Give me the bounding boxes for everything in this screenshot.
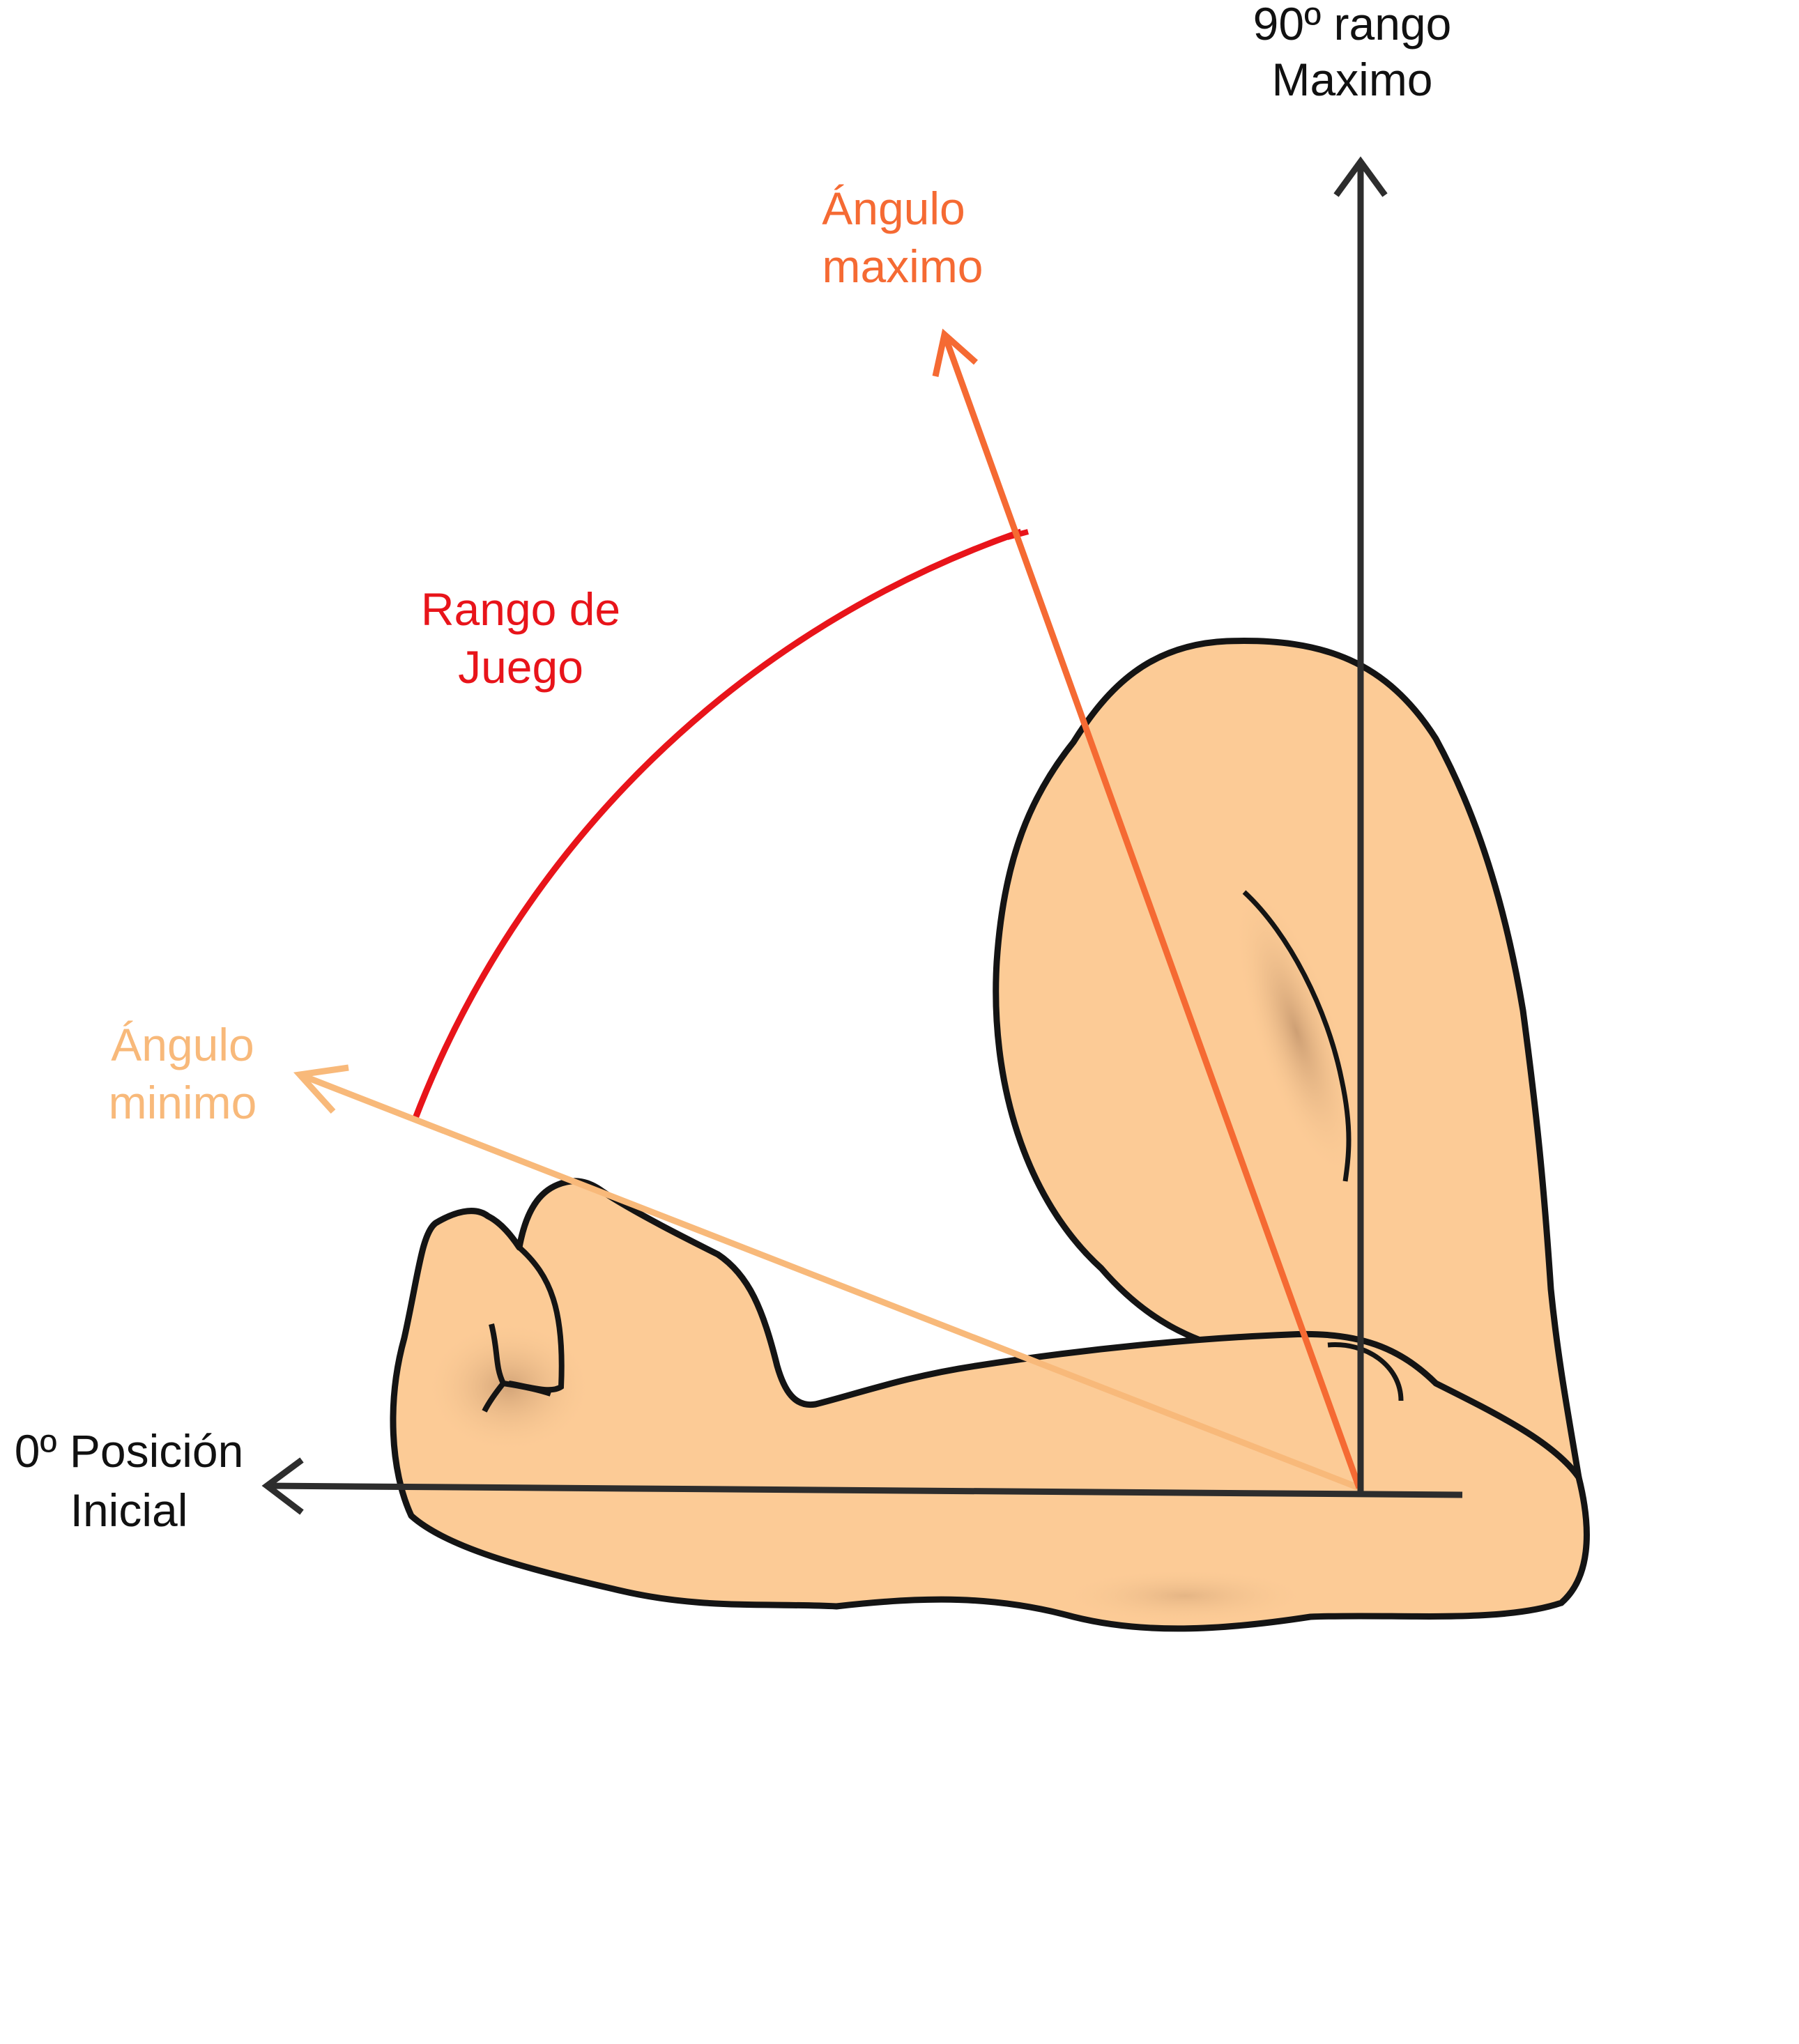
bicep-fold-line	[1242, 890, 1352, 1182]
min-angle-line1: Ángulo	[111, 1019, 254, 1070]
initial-position-axis	[261, 1457, 1463, 1515]
label-play-range: Rango de Juego	[421, 583, 620, 693]
max-range-axis	[1333, 156, 1388, 1495]
max-angle-arrow	[932, 328, 1363, 1489]
label-min-angle: Ángulo minimo	[109, 1019, 257, 1128]
bicep-shade	[1234, 884, 1358, 1178]
arrow-head	[293, 1064, 349, 1114]
initial-line2: Inicial	[70, 1484, 188, 1536]
max-angle-line1: Ángulo	[822, 183, 965, 234]
play-range-line1: Rango de	[421, 583, 620, 635]
arrow-head	[932, 328, 978, 377]
max-range-line1: 90º rango	[1253, 0, 1452, 49]
forearm-and-fist	[390, 1178, 1590, 1632]
max-range-line2: Maximo	[1271, 54, 1432, 105]
label-initial-position: 0º Posición Inicial	[15, 1425, 244, 1536]
elbow-crease	[1327, 1342, 1404, 1401]
play-range-line2: Juego	[458, 641, 583, 693]
forearm-shade	[1059, 1568, 1310, 1624]
thumb-crease	[482, 1323, 552, 1413]
min-angle-arrow	[293, 1064, 1361, 1491]
label-max-angle: Ángulo maximo	[822, 183, 983, 292]
initial-line1: 0º Posición	[15, 1425, 244, 1477]
label-max-range: 90º rango Maximo	[1253, 0, 1452, 105]
min-angle-line2: minimo	[109, 1077, 257, 1128]
arrow-head	[1333, 156, 1388, 197]
arm-illustration	[390, 638, 1590, 1632]
play-range-arc	[411, 528, 1023, 1121]
max-angle-line2: maximo	[822, 240, 983, 292]
arrow-head	[261, 1457, 304, 1515]
